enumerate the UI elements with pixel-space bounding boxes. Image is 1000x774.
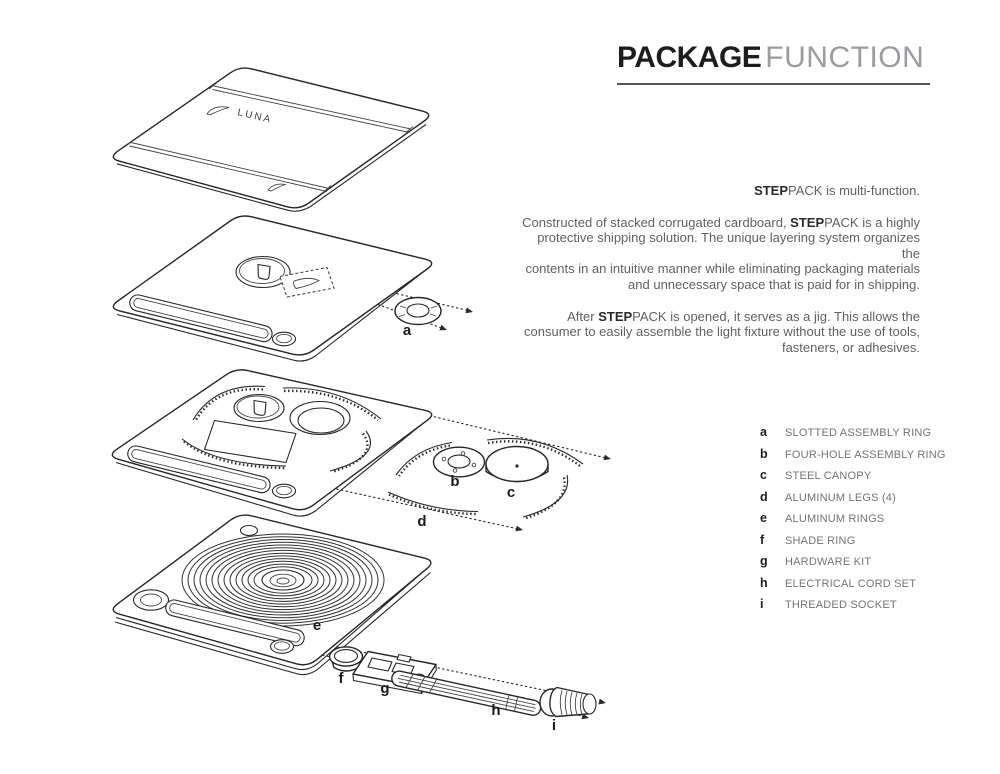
legend-label: ALUMINUM LEGS (4) [785,491,896,504]
legend-label: ALUMINUM RINGS [785,513,885,525]
copy-line: Constructed of stacked corrugated cardbo… [518,215,920,231]
part-i-threaded-socket [539,686,597,718]
part-h-cord-set [391,670,542,716]
part-label-e: e [313,617,321,634]
legend-row-b: b FOUR-HOLE ASSEMBLY RING [760,447,946,469]
legend-label: FOUR-HOLE ASSEMBLY RING [785,448,946,461]
brand-bold: STEP [790,214,825,230]
part-d-aluminum-legs [387,437,584,520]
legend-row-a: a SLOTTED ASSEMBLY RING [760,425,946,447]
part-label-d: d [417,513,426,530]
legend-key: g [760,554,768,568]
legend-label: THREADED SOCKET [785,599,897,611]
die-cut-flap [279,266,335,298]
lid-panel: LUNA [112,67,430,212]
leaf-mark-icon [267,183,287,192]
part-c-steel-canopy [485,445,549,483]
copy-line: fasteners, or adhesives. [781,339,920,355]
part-label-h: h [491,702,500,719]
legend-label: STEEL CANOPY [785,470,872,482]
legend-row-i: i THREADED SOCKET [760,597,946,619]
tray-layer-2: b c d [111,369,611,532]
part-a-slotted-ring [394,296,442,326]
page-title-bold: PACKAGE [617,41,762,74]
part-label-i: i [552,717,556,734]
legend-key: e [760,511,767,525]
parts-legend: a SLOTTED ASSEMBLY RING b FOUR-HOLE ASSEMB… [760,425,946,619]
legend-key: f [760,532,765,547]
legend-label: SLOTTED ASSEMBLY RING [785,427,932,439]
copy-line: protective shipping solution. The unique… [537,230,920,261]
legend-label: HARDWARE KIT [785,556,872,568]
tray-layer-3: e f g h [112,514,606,734]
brand-bold: STEP [598,308,633,324]
legend-key: h [760,575,768,590]
slot-channel [129,294,273,343]
legend-key: c [760,468,767,482]
copy-line: contents in an intuitive manner while el… [525,261,920,277]
part-label-c: c [507,484,515,501]
legend-label: SHADE RING [785,534,856,547]
intro-paragraph: STEPPACK is multi-function. [518,183,920,199]
legend-row-d: d ALUMINUM LEGS (4) [760,490,946,512]
copy-line: After STEPPACK is opened, it serves as a… [518,309,920,325]
legend-row-e: e ALUMINUM RINGS [760,511,946,533]
copy-line: consumer to easily assemble the light fi… [524,324,920,340]
part-label-f: f [339,670,345,687]
exploded-diagram: LUNA a [111,67,611,734]
tray-layer-1: a [112,215,473,362]
body-copy: STEPPACK is multi-function. Constructed … [518,183,920,371]
copy-text: PACK is a highly [824,214,920,230]
part-f-shade-ring [328,646,364,672]
paragraph-construction: Constructed of stacked corrugated cardbo… [518,215,920,293]
copy-text: Constructed of stacked corrugated cardbo… [522,214,791,230]
copy-text: After [567,308,599,324]
legend-key: a [760,425,767,439]
slot-channel [165,599,305,647]
legend-key: d [760,489,768,504]
part-label-a: a [403,322,412,339]
copy-text: PACK is opened, it serves as a jig. This… [632,308,920,324]
legend-key: b [760,446,768,461]
intro-text: PACK is multi-function. [788,183,920,198]
title-underline [617,83,930,85]
paragraph-jig: After STEPPACK is opened, it serves as a… [518,309,920,356]
page-title-light: FUNCTION [765,41,925,74]
legend-key: i [760,597,764,611]
legend-row-h: h ELECTRICAL CORD SET [760,576,946,598]
part-b-four-hole-ring [432,446,486,478]
copy-line: and unnecessary space that is paid for i… [628,276,920,292]
part-label-b: b [450,473,459,490]
brand-bold: STEP [754,183,789,198]
legend-row-f: f SHADE RING [760,533,946,555]
aluminum-rings-coil [181,524,385,627]
legend-label: ELECTRICAL CORD SET [785,577,917,590]
part-label-g: g [380,680,389,697]
slot-channel [127,445,271,494]
legend-row-g: g HARDWARE KIT [760,554,946,576]
legend-row-c: c STEEL CANOPY [760,468,946,490]
